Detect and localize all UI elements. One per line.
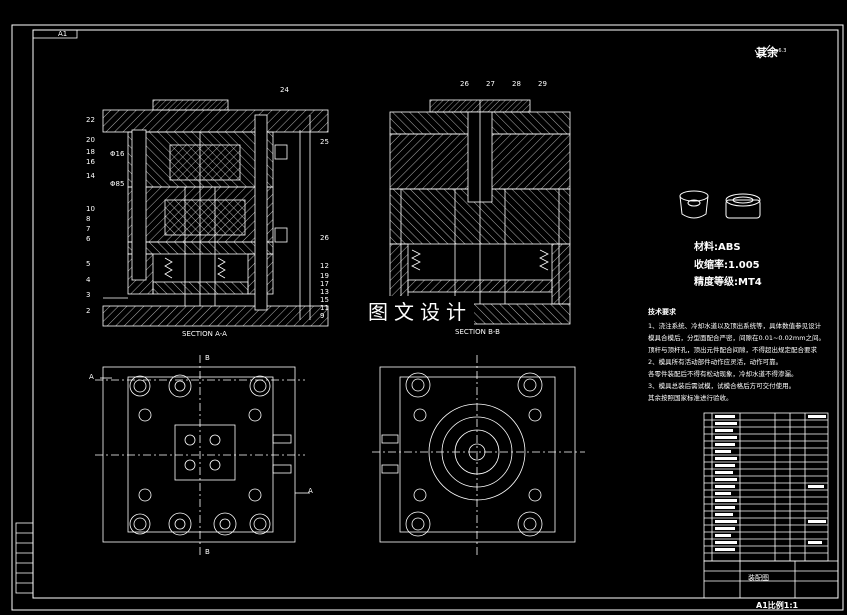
part-number: 24 bbox=[280, 86, 289, 94]
part-number: 6 bbox=[86, 235, 91, 243]
spacer-left-b bbox=[389, 243, 409, 305]
surface-finish-label: 其余 bbox=[756, 46, 778, 59]
tech-line: 3、模具总装后需试模，试模合格后方可交付使用。 bbox=[648, 382, 796, 390]
tech-line: 1、浇注系统、冷却水道以及顶出系统等，具体数值参见设计 bbox=[648, 322, 822, 330]
part-number: 14 bbox=[86, 172, 95, 180]
tech-line: 2、模具所有活动部件动作应灵活，动作可靠。 bbox=[648, 358, 783, 366]
part-number: 26 bbox=[320, 234, 329, 242]
part-number: 18 bbox=[86, 148, 95, 156]
part-number: 11 bbox=[320, 304, 329, 312]
section-marker-b: B bbox=[205, 354, 210, 362]
part-number: 15 bbox=[320, 296, 329, 304]
material-label: 材料:ABS bbox=[694, 242, 741, 253]
part-number: 20 bbox=[86, 136, 95, 144]
part-number: 17 bbox=[320, 280, 329, 288]
outer-frame bbox=[11, 24, 844, 611]
dimension-label: Φ85 bbox=[110, 180, 125, 188]
part-number: 9 bbox=[320, 312, 325, 320]
bom-cell-text bbox=[715, 415, 826, 551]
precision-label: 精度等级:MT4 bbox=[694, 277, 762, 288]
inner-frame bbox=[32, 29, 839, 599]
spacer-right-b bbox=[551, 243, 571, 305]
watermark-text: 图文设计 bbox=[366, 296, 474, 325]
plan-view-right bbox=[372, 355, 585, 555]
tech-line: 各零件装配后不得有松动现象，冷却水道不得渗漏。 bbox=[648, 370, 798, 378]
cavity-insert bbox=[169, 144, 241, 181]
left-title-strip bbox=[15, 522, 34, 594]
part-number: 8 bbox=[86, 215, 91, 223]
part-number: 29 bbox=[538, 80, 547, 88]
corner-tag-box bbox=[32, 29, 78, 39]
tech-line: 顶杆与顶杆孔，顶出元件配合间隙，不得超出规定配合要求 bbox=[648, 346, 817, 354]
part-number: 12 bbox=[320, 262, 329, 270]
part-number: 22 bbox=[86, 116, 95, 124]
part-number: 4 bbox=[86, 276, 91, 284]
plan-view-left bbox=[95, 355, 310, 555]
sheet-corner-tag: A1 bbox=[58, 30, 68, 38]
sprue-bushing-top bbox=[152, 99, 229, 111]
tech-requirements-heading: 技术要求 bbox=[648, 308, 676, 316]
section-a-a-label: SECTION A-A bbox=[182, 330, 227, 338]
bom-table bbox=[703, 412, 839, 599]
section-b-b-label: SECTION B-B bbox=[455, 328, 500, 336]
part-number: 26 bbox=[460, 80, 469, 88]
support-plate bbox=[127, 241, 274, 255]
section-marker-a: A bbox=[308, 487, 313, 495]
top-clamp-plate bbox=[102, 109, 329, 133]
tech-line: 模具合模后，分型面配合严密，间隙在0.01~0.02mm之间。 bbox=[648, 334, 826, 342]
part-number: 13 bbox=[320, 288, 329, 296]
core-insert bbox=[164, 199, 246, 236]
dimension-label: Φ16 bbox=[110, 150, 125, 158]
guide-pin-right bbox=[254, 114, 268, 311]
shrinkage-label: 收缩率:1.005 bbox=[694, 260, 760, 271]
scale-label: A1比例1:1 bbox=[756, 601, 799, 610]
part-number: 2 bbox=[86, 307, 91, 315]
part-number: 28 bbox=[512, 80, 521, 88]
part-number: 5 bbox=[86, 260, 91, 268]
surface-finish-symbol bbox=[754, 44, 771, 59]
guide-pin-left bbox=[131, 129, 147, 281]
part-number: 10 bbox=[86, 205, 95, 213]
bottom-clamp-plate bbox=[102, 305, 329, 327]
part-number: 25 bbox=[320, 138, 329, 146]
product-part-icons bbox=[679, 190, 761, 219]
part-number: 27 bbox=[486, 80, 495, 88]
section-a-a-view bbox=[102, 99, 329, 327]
drawing-title: 装配图 bbox=[748, 574, 769, 582]
part-number: 7 bbox=[86, 225, 91, 233]
surface-finish-value: Ra6.3 bbox=[772, 48, 787, 54]
section-marker-a: A bbox=[89, 373, 94, 381]
ejector-plate bbox=[152, 281, 249, 295]
part-number: 3 bbox=[86, 291, 91, 299]
part-number: 19 bbox=[320, 272, 329, 280]
section-marker-b: B bbox=[205, 548, 210, 556]
part-number: 16 bbox=[86, 158, 95, 166]
section-b-b-view bbox=[389, 99, 571, 325]
tech-line: 其余按照国家标准进行验收。 bbox=[648, 394, 733, 402]
